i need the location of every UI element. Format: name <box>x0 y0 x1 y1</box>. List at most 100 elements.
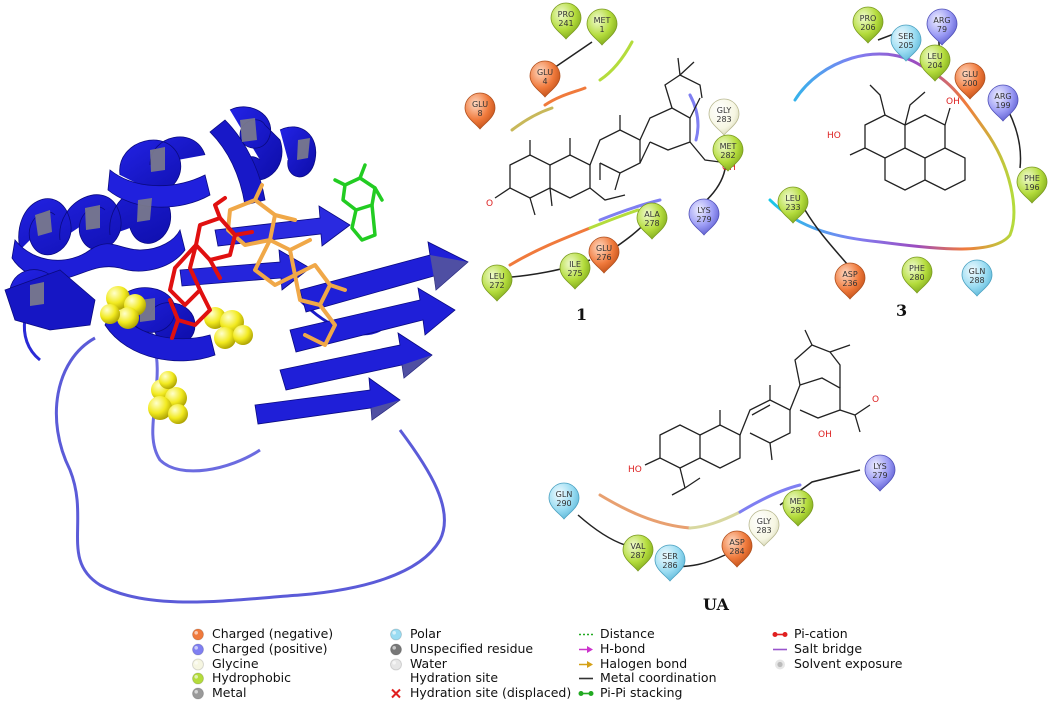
interaction-diagram-3: HO OH PRO206SER205ARG79LEU204GLU200ARG19… <box>768 6 1048 320</box>
residue-group-3: PRO206SER205ARG79LEU204GLU200ARG199PHE19… <box>777 6 1048 300</box>
none-legend-icon <box>388 672 404 685</box>
ligand-UA-sticks <box>226 183 347 347</box>
residue-number: 283 <box>756 526 771 535</box>
residue-marker-shape <box>588 236 620 274</box>
protein-loop <box>148 329 261 473</box>
residue-marker-shape <box>559 252 591 290</box>
pocket-outline-3 <box>768 52 1016 251</box>
residue-number: 199 <box>995 101 1010 110</box>
panel-label-1: 1 <box>576 305 587 324</box>
sphere <box>100 304 120 324</box>
residue-number: 196 <box>1024 183 1039 192</box>
residue-marker-shape <box>654 544 686 582</box>
ball-legend-icon <box>390 628 402 641</box>
legend-item: Charged (positive) <box>190 640 333 657</box>
residue-name: ILE <box>569 260 581 269</box>
residue-number: 8 <box>477 109 482 118</box>
residue-name: PRO <box>860 14 877 23</box>
residue-marker-shape <box>708 98 740 136</box>
atom-label-ua-ho: HO <box>628 465 642 475</box>
ligand-1-structure <box>494 57 721 216</box>
residue-name: GLU <box>537 68 553 77</box>
residue-marker-shape <box>464 92 496 130</box>
residue-marker-shape <box>622 534 654 572</box>
residue-marker-shape <box>777 186 809 224</box>
ball-legend-icon <box>390 643 402 656</box>
backbone-links-UA <box>577 469 861 568</box>
sphere <box>106 286 130 310</box>
residue-marker-shape <box>987 84 1019 122</box>
residue-number: 233 <box>785 203 800 212</box>
legend-label: Charged (positive) <box>212 640 328 656</box>
residue-name: MET <box>720 142 737 151</box>
legend-item: Metal coordination <box>578 670 717 686</box>
legend-item: Glycine <box>190 656 333 672</box>
legend-item: Hydration site <box>388 670 571 686</box>
residue-marker-shape <box>548 482 580 520</box>
residue-number: 288 <box>969 276 984 285</box>
residue-number: 236 <box>842 279 857 288</box>
ligand-3-sticks <box>333 163 384 242</box>
legend-label: Hydration site (displaced) <box>410 685 572 701</box>
residue-marker-shape <box>926 8 958 46</box>
residue-marker-shape <box>529 60 561 98</box>
residue-number: 276 <box>596 253 611 262</box>
residue-number: 272 <box>489 281 504 290</box>
residue-spheres <box>100 286 253 424</box>
residue-name: MET <box>594 16 611 25</box>
legend-item: Water <box>388 656 571 672</box>
residue-name: PHE <box>909 264 925 273</box>
residue-number: 290 <box>556 499 571 508</box>
sphere <box>233 325 253 345</box>
ball-legend-icon <box>192 687 204 700</box>
residue-number: 206 <box>860 23 875 32</box>
residue-name: SER <box>662 552 678 561</box>
pocket-outline-1 <box>508 40 700 267</box>
protein-beta-sheets <box>179 205 469 425</box>
residue-number: 241 <box>558 19 573 28</box>
sphere <box>168 404 188 424</box>
residue-name: GLY <box>757 517 772 526</box>
residue-marker-shape <box>721 530 753 568</box>
residue-marker-shape <box>954 62 986 100</box>
legend-item: Pi-cation <box>772 626 902 642</box>
legend-item: Pi-Pi stacking <box>578 685 717 701</box>
legend-label: Unspecified residue <box>410 640 534 656</box>
legend-item: Metal <box>190 685 333 701</box>
residue-name: VAL <box>631 542 646 551</box>
residue-number: 275 <box>567 269 582 278</box>
dotline-legend-icon <box>578 691 594 697</box>
residue-marker-shape <box>481 264 513 302</box>
residue-name: GLN <box>556 490 573 499</box>
residue-number: 284 <box>729 547 744 556</box>
sphere <box>214 327 236 349</box>
dotline-legend-icon <box>772 632 788 637</box>
atom-label-p3-ho: HO <box>827 131 841 141</box>
residue-number: 4 <box>542 77 547 86</box>
residue-number: 200 <box>962 79 977 88</box>
protein-cartoon <box>4 106 469 604</box>
legend-item: Charged (negative) <box>190 626 333 642</box>
residue-marker-shape <box>961 259 993 297</box>
arrow-legend-icon <box>579 660 593 668</box>
legend-label: Solvent exposure <box>794 655 903 671</box>
residue-name: LYS <box>873 462 886 471</box>
panel-label-UA: UA <box>703 595 729 614</box>
legend-label: Metal coordination <box>600 670 717 686</box>
